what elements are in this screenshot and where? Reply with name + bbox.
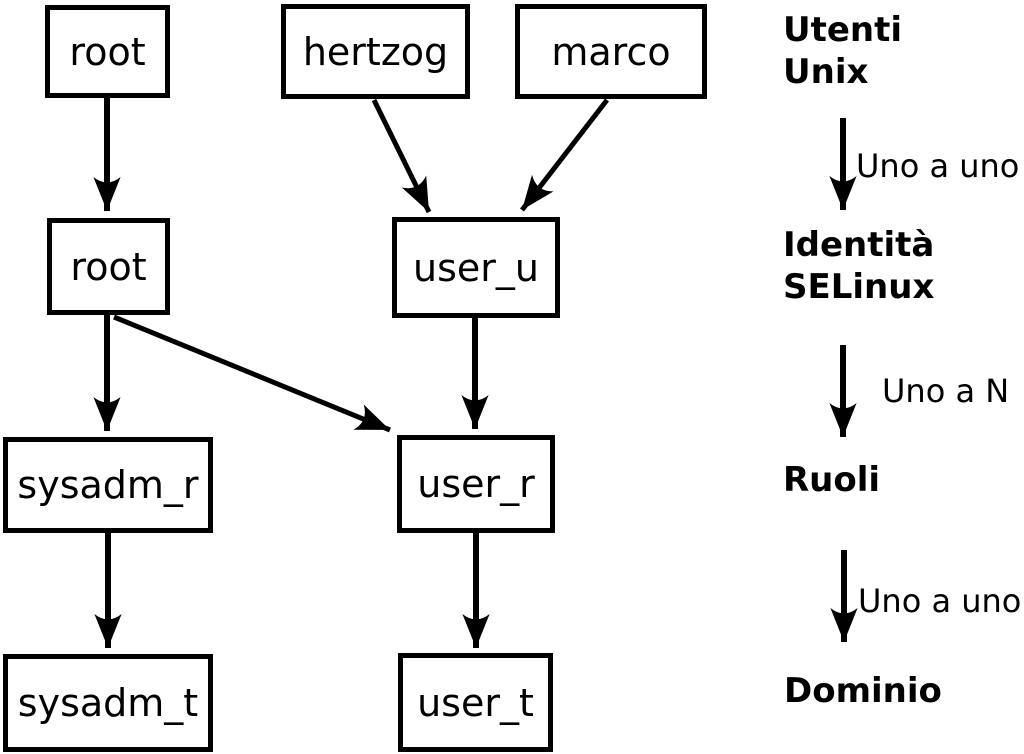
legend-level-domain: Dominio bbox=[784, 671, 942, 711]
edge-hertzog-to-useru bbox=[371, 98, 432, 214]
node-unix-marco-label: marco bbox=[551, 29, 671, 74]
legend-level-identity: Identità SELinux bbox=[783, 225, 935, 307]
node-role-user-r-label: user_r bbox=[417, 462, 535, 506]
node-selinux-user-u: user_u bbox=[392, 217, 560, 318]
node-unix-hertzog: hertzog bbox=[281, 4, 470, 99]
legend-level-roles: Ruoli bbox=[783, 460, 881, 500]
legend-relation-roles-domain: Uno a uno bbox=[858, 582, 1022, 620]
node-unix-root: root bbox=[45, 5, 170, 98]
legend-relation-identity-roles: Uno a N bbox=[882, 372, 1010, 410]
node-unix-hertzog-label: hertzog bbox=[302, 29, 449, 74]
node-domain-sysadm-t-label: sysadm_t bbox=[17, 681, 199, 725]
node-unix-root-label: root bbox=[69, 29, 146, 74]
edge-marco-to-useru bbox=[520, 98, 609, 212]
node-role-user-r: user_r bbox=[397, 435, 555, 533]
node-domain-sysadm-t: sysadm_t bbox=[3, 654, 213, 752]
node-domain-user-t: user_t bbox=[398, 653, 553, 752]
node-role-sysadm-r: sysadm_r bbox=[3, 437, 213, 533]
node-selinux-user-u-label: user_u bbox=[413, 245, 539, 290]
node-selinux-root-label: root bbox=[70, 244, 147, 289]
edge-selinuxroot-to-userr bbox=[113, 314, 391, 433]
node-selinux-root: root bbox=[47, 218, 170, 315]
node-domain-user-t-label: user_t bbox=[417, 680, 534, 725]
node-role-sysadm-r-label: sysadm_r bbox=[17, 463, 199, 507]
node-unix-marco: marco bbox=[515, 4, 707, 99]
legend-level-users: Utenti Unix bbox=[783, 10, 903, 92]
legend-relation-users-identity: Uno a uno bbox=[856, 147, 1020, 185]
